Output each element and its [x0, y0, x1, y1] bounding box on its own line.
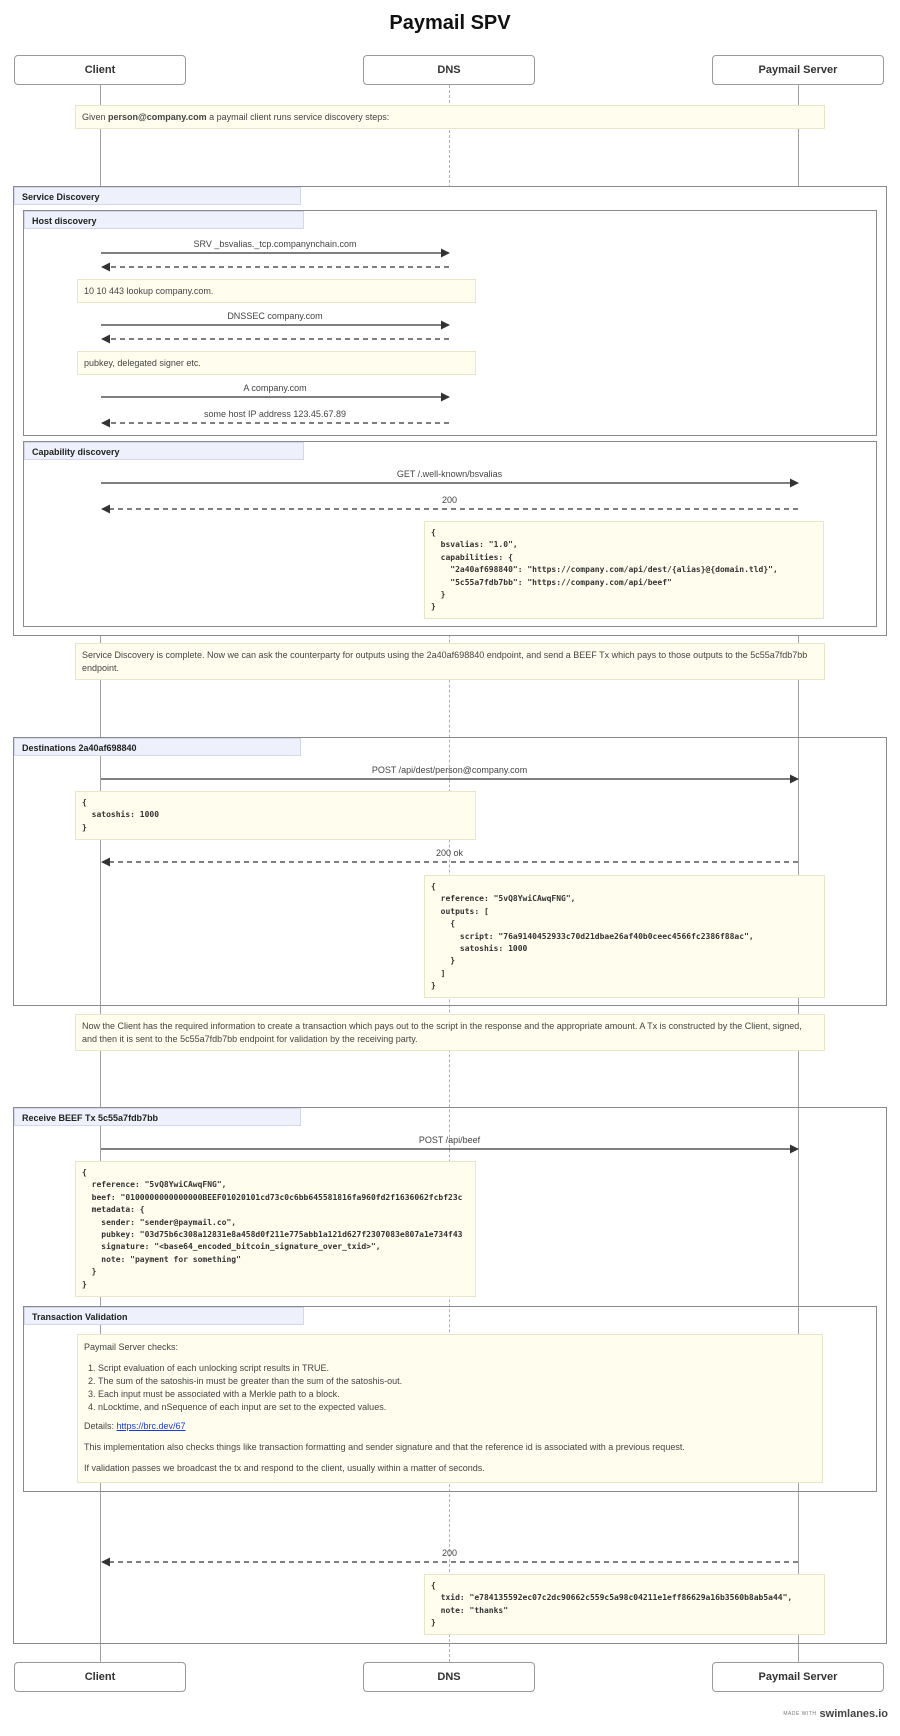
note-satoshis-json: { satoshis: 1000 } [75, 791, 476, 840]
note-txid-json: { txid: "e784135592ec07c2dc90662c559c5a9… [424, 1574, 825, 1635]
msg-200: 200 [441, 495, 458, 505]
note-beef-json: { reference: "5vQ8YwiCAwqFNG", beef: "01… [75, 1161, 476, 1297]
lifeline-paymail-server [798, 85, 799, 1662]
note-intro-prefix: Given [82, 112, 109, 122]
group-host-discovery [23, 210, 877, 436]
note-outputs-json: { reference: "5vQ8YwiCAwqFNG", outputs: … [424, 875, 825, 998]
checks-list: Script evaluation of each unlocking scri… [84, 1362, 816, 1414]
group-destinations-label: Destinations 2a40af698840 [14, 738, 301, 756]
msg-200-ok: 200 ok [435, 848, 464, 858]
check-item: The sum of the satoshis-in must be great… [98, 1375, 816, 1388]
group-transaction-validation-label: Transaction Validation [24, 1307, 304, 1325]
note-client-has-info: Now the Client has the required informat… [75, 1014, 825, 1051]
msg-srv: SRV _bsvalias._tcp.companynchain.com [193, 239, 357, 249]
group-destinations [13, 737, 887, 1006]
msg-host-ip: some host IP address 123.45.67.89 [204, 409, 346, 419]
msg-a-record: A company.com [243, 383, 307, 393]
credit-made-with: MADE WITH [783, 1711, 817, 1718]
actor-client-top: Client [14, 55, 186, 85]
credit[interactable]: MADE WITH swimlanes.io [783, 1708, 888, 1720]
msg-dnssec: DNSSEC company.com [227, 311, 323, 321]
note-capabilities-json: { bsvalias: "1.0", capabilities: { "2a40… [424, 521, 824, 619]
actor-dns-top: DNS [363, 55, 535, 85]
actor-dns-bottom: DNS [363, 1662, 535, 1692]
details-line: Details: https://brc.dev/67 [84, 1420, 816, 1433]
group-transaction-validation [23, 1306, 877, 1492]
note-impl-checks: This implementation also checks things l… [84, 1442, 685, 1452]
check-item: Each input must be associated with a Mer… [98, 1388, 816, 1401]
group-service-discovery-label: Service Discovery [14, 187, 301, 205]
group-host-discovery-label: Host discovery [24, 211, 304, 229]
note-intro: Given person@company.com a paymail clien… [75, 105, 825, 129]
actor-paymail-server-bottom: Paymail Server [712, 1662, 884, 1692]
note-pubkey: pubkey, delegated signer etc. [77, 351, 476, 375]
msg-get-wellknown: GET /.well-known/bsvalias [396, 469, 503, 479]
details-label: Details: [84, 1421, 117, 1431]
group-capability-discovery-label: Capability discovery [24, 442, 304, 460]
group-capability-discovery [23, 441, 877, 627]
credit-brand: swimlanes.io [819, 1708, 888, 1720]
check-item: Script evaluation of each unlocking scri… [98, 1362, 816, 1375]
details-link[interactable]: https://brc.dev/67 [116, 1421, 186, 1431]
group-receive-beef [13, 1107, 887, 1644]
diagram-title: Paymail SPV [389, 12, 511, 34]
msg-200-final: 200 [441, 1548, 458, 1558]
note-lookup: 10 10 443 lookup company.com. [77, 279, 476, 303]
note-server-checks: Paymail Server checks: Script evaluation… [77, 1334, 823, 1483]
lifeline-dns [449, 85, 450, 1662]
group-receive-beef-label: Receive BEEF Tx 5c55a7fdb7bb [14, 1108, 301, 1126]
actor-client-bottom: Client [14, 1662, 186, 1692]
lifeline-client [100, 85, 101, 1662]
check-item: nLocktime, and nSequence of each input a… [98, 1401, 816, 1414]
note-discovery-complete: Service Discovery is complete. Now we ca… [75, 643, 825, 680]
msg-post-dest: POST /api/dest/person@company.com [371, 765, 528, 775]
actor-paymail-server-top: Paymail Server [712, 55, 884, 85]
note-intro-email: person@company.com [108, 112, 207, 122]
note-checks-title: Paymail Server checks: [84, 1342, 179, 1352]
note-broadcast: If validation passes we broadcast the tx… [84, 1463, 485, 1473]
msg-post-beef: POST /api/beef [418, 1135, 481, 1145]
note-intro-suffix: a paymail client runs service discovery … [206, 112, 390, 122]
